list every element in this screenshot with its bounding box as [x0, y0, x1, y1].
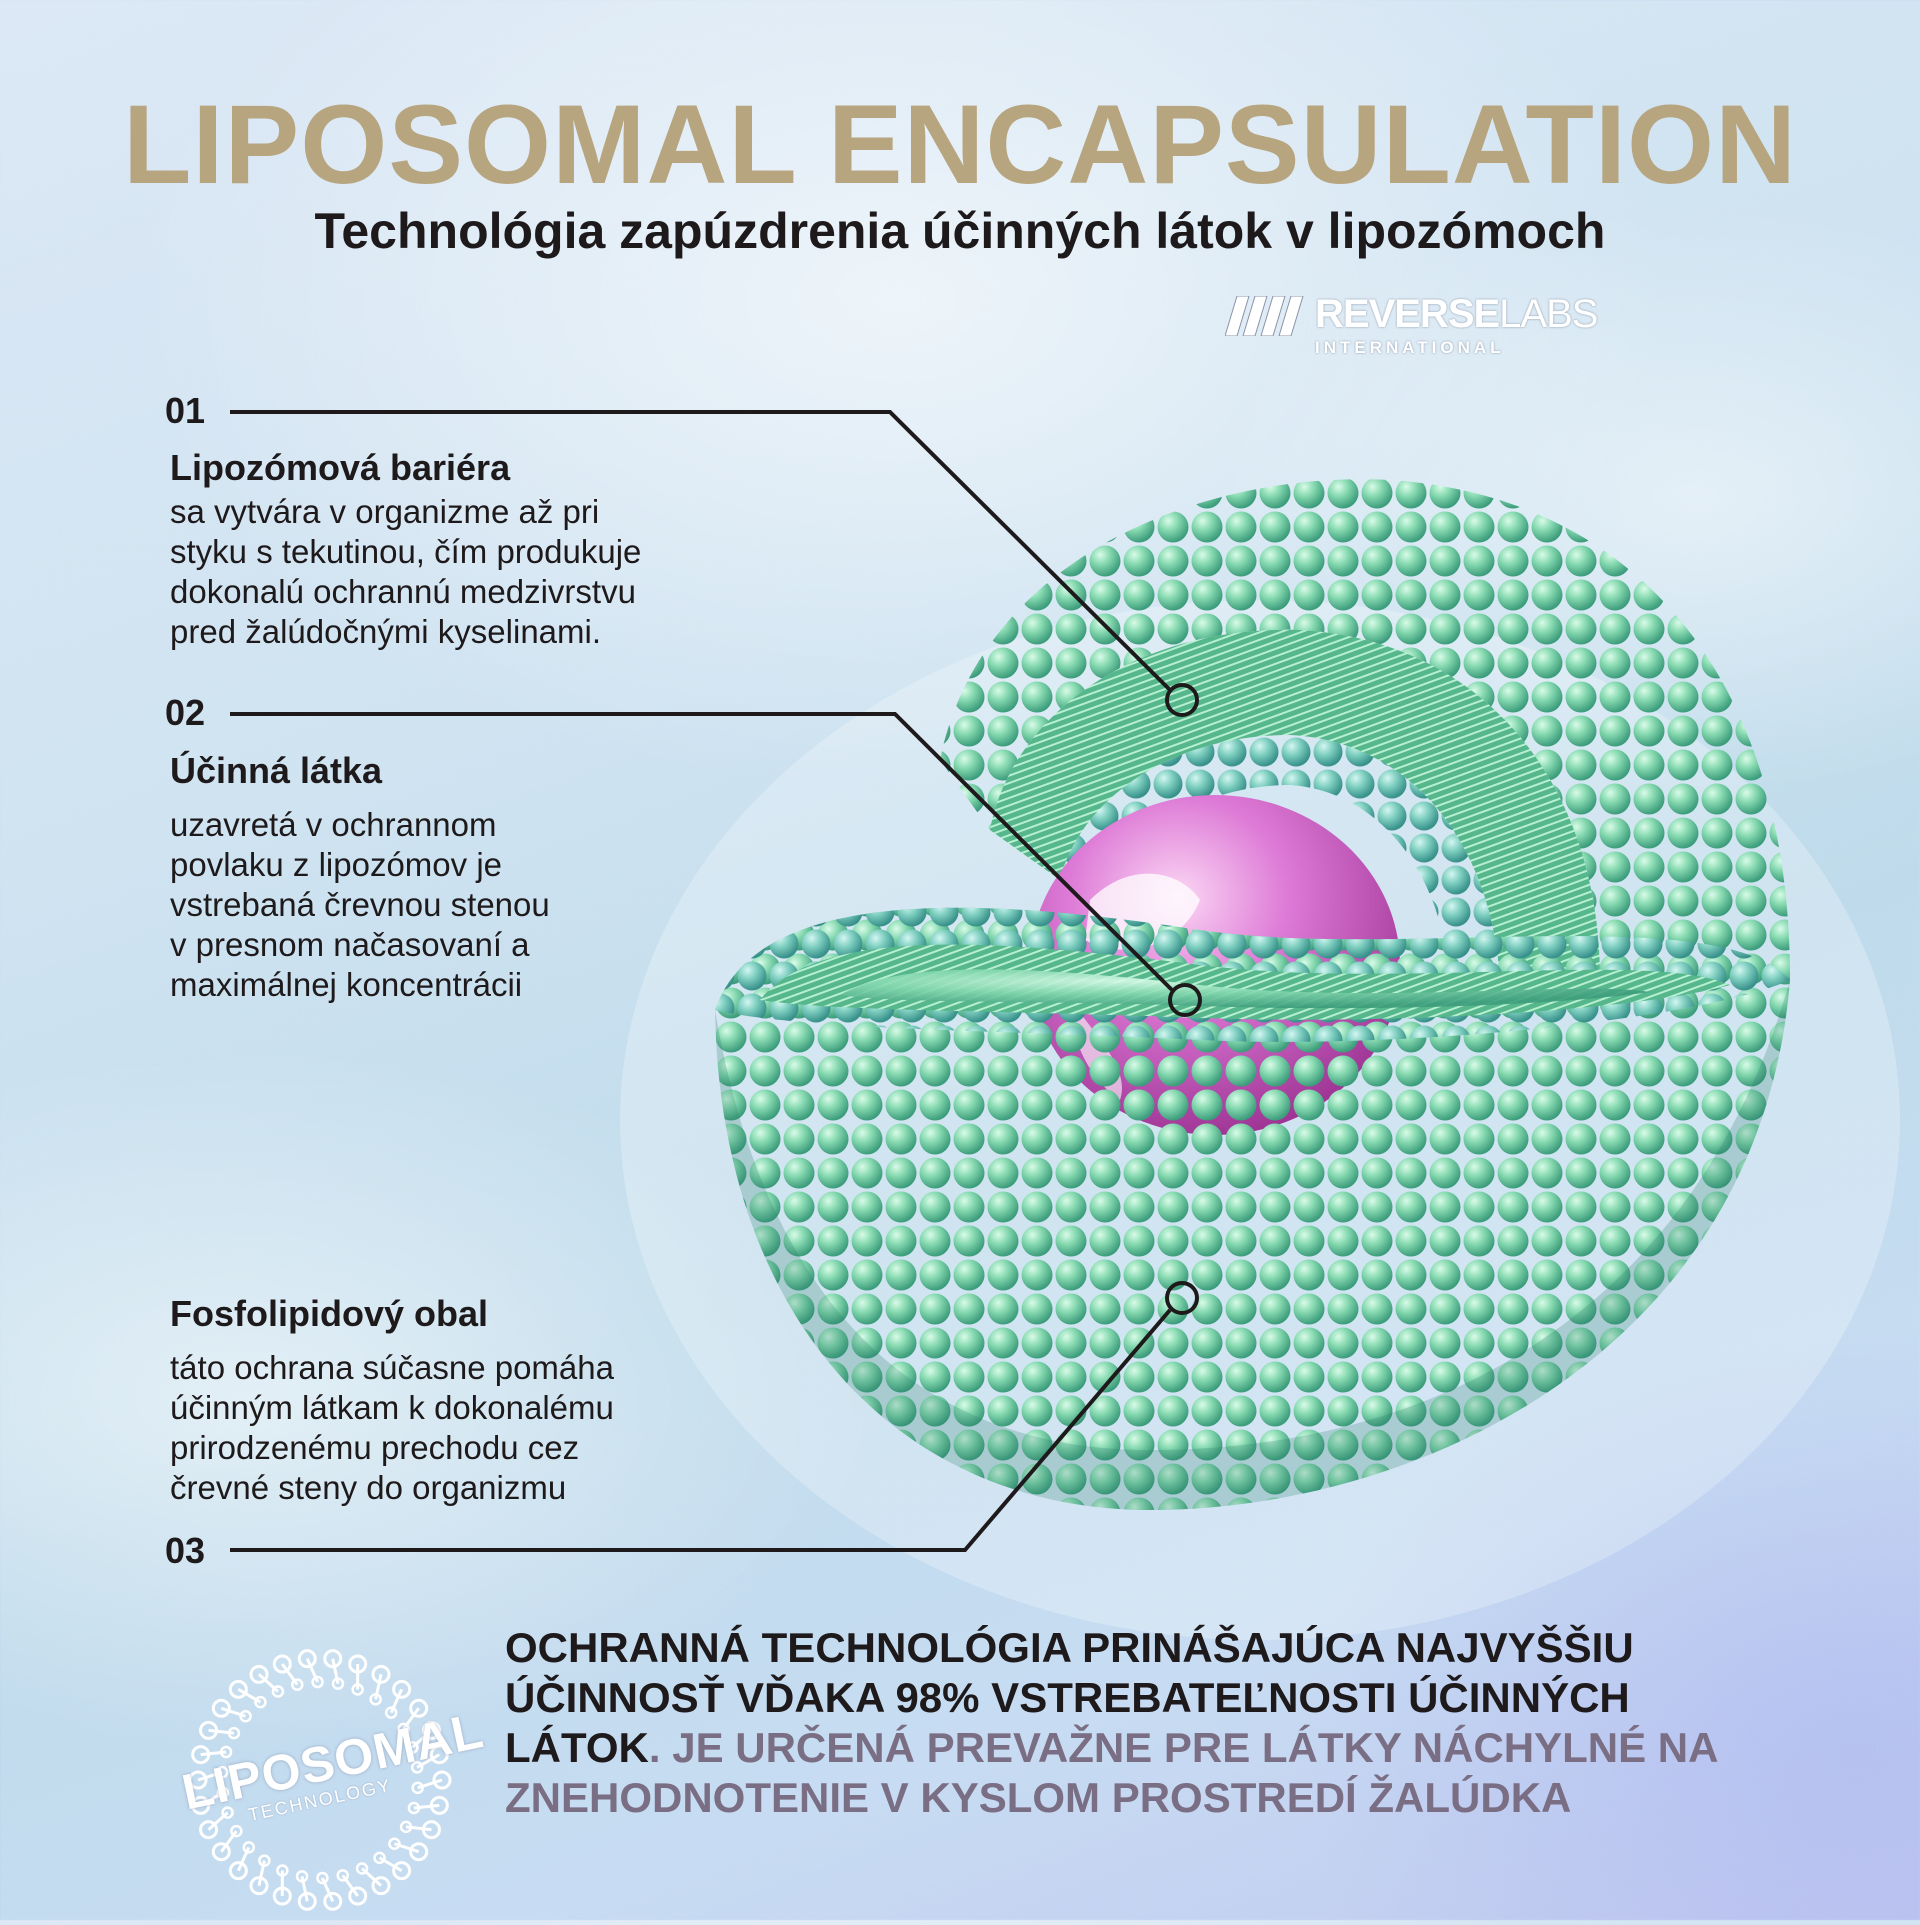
callout-heading-02: Účinná látka [170, 750, 382, 792]
callout-desc-01: sa vytvára v organizme až pri styku s te… [170, 492, 730, 652]
callout-desc-03: táto ochrana súčasne pomáha účinným látk… [170, 1348, 730, 1508]
liposomal-technology-badge: LIPOSOMAL TECHNOLOGY [180, 1640, 460, 1925]
footer-statement: OCHRANNÁ TECHNOLÓGIA PRINÁŠAJÚCA NAJVYŠŠ… [505, 1623, 1775, 1823]
callout-dot-03 [1167, 1283, 1197, 1313]
footer-statement-light: . JE URČENÁ PREVAŽNE PRE LÁTKY NÁCHYLNÉ … [505, 1724, 1717, 1821]
callout-heading-01: Lipozómová bariéra [170, 447, 510, 489]
callout-heading-03: Fosfolipidový obal [170, 1293, 488, 1335]
callout-desc-02: uzavretá v ochrannom povlaku z lipozómov… [170, 805, 730, 1005]
callout-number-01: 01 [165, 390, 205, 432]
callout-number-03: 03 [165, 1530, 205, 1572]
callout-number-02: 02 [165, 692, 205, 734]
callout-dot-02 [1170, 985, 1200, 1015]
callout-dot-01 [1167, 685, 1197, 715]
